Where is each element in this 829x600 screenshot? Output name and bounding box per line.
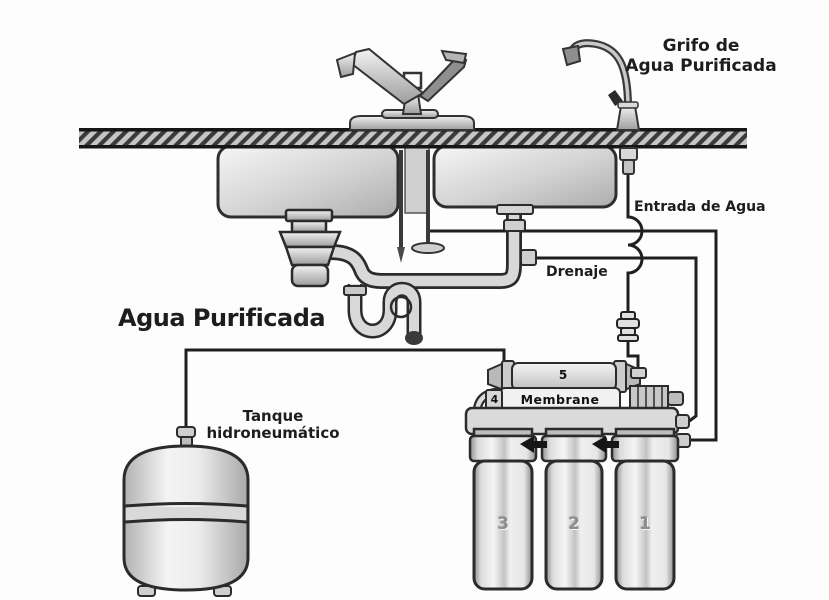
label-filter-3: 3 — [497, 514, 509, 534]
flow-arrow-left — [520, 436, 547, 453]
filter-housing-3 — [472, 459, 534, 591]
label-tank: Tanque hidroneumático — [206, 407, 340, 442]
trap-outlet-end — [405, 331, 423, 345]
filter-housing-2 — [544, 459, 604, 591]
purified-faucet-body — [615, 105, 641, 131]
pressure-tank — [122, 426, 250, 597]
tank-band — [126, 507, 246, 521]
label-stage5: 5 — [558, 368, 568, 382]
garbage-disposal — [278, 208, 342, 288]
label-purified-faucet: Grifo de Agua Purificada — [625, 36, 777, 76]
purified-faucet-line — [626, 172, 644, 370]
tank-valve-fitting — [176, 426, 196, 438]
right-sink-basin — [432, 144, 618, 209]
flow-arrow-right — [592, 436, 619, 453]
faucet-spout-tip — [335, 51, 357, 79]
filter-cap-3 — [468, 434, 538, 463]
left-sink-basin — [216, 144, 400, 219]
purified-water-faucet — [561, 39, 641, 175]
label-filter-2: 2 — [568, 514, 580, 534]
check-valve — [616, 311, 640, 342]
right-sink-tailpiece — [496, 204, 537, 266]
drain-tee-fitting — [520, 249, 537, 266]
label-membrane: Membrane — [520, 392, 600, 407]
filter-cap-2 — [540, 434, 608, 463]
ro-filtration-unit — [464, 360, 691, 591]
cold-supply-valve — [411, 242, 445, 254]
countertop — [79, 128, 747, 149]
faucet-line-fitting — [630, 367, 647, 379]
faucet-handle-paddle — [440, 49, 468, 65]
faucet-supply-tubes — [397, 150, 445, 263]
label-filter-1: 1 — [639, 514, 651, 534]
faucet-spout-arm — [350, 47, 425, 106]
filter-housing-1 — [614, 459, 676, 591]
drain-pipe-run — [329, 214, 522, 289]
drain-line — [536, 256, 698, 424]
purified-faucet-spout-tip — [561, 44, 582, 67]
sink-p-trap — [343, 281, 423, 345]
label-water-inlet: Entrada de Agua — [634, 199, 766, 215]
drain-line-fitting — [675, 414, 690, 429]
water-inlet-line — [430, 229, 718, 442]
kitchen-faucet — [335, 47, 475, 131]
label-stage4: 4 — [490, 393, 499, 406]
faucet-supply-column — [404, 146, 430, 214]
filter-cap-1 — [610, 434, 680, 463]
label-purified-water: Agua Purificada — [118, 304, 326, 332]
label-drain: Drenaje — [546, 264, 608, 280]
faucet-handle — [418, 56, 468, 103]
